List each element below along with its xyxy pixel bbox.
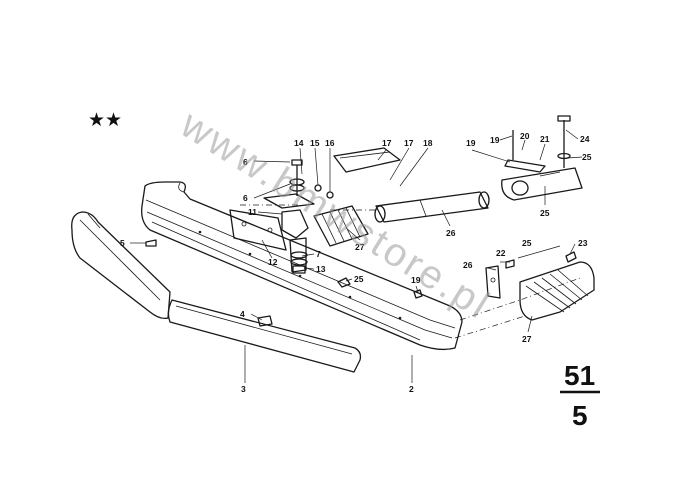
callouts: 6 6 11 14 15 16 17 17 18 19 19 20 21 24 … <box>120 131 592 394</box>
rubber-strip-upper <box>71 211 171 320</box>
cover-plate <box>333 147 401 173</box>
fasteners <box>145 239 577 327</box>
callout-25a: 25 <box>354 274 364 284</box>
leader-lines <box>130 129 583 383</box>
callout-23: 26 <box>446 228 456 238</box>
shock-absorber <box>501 167 583 201</box>
callout-6: 6 <box>243 193 248 203</box>
callout-13: 17 <box>382 138 392 148</box>
callout-20: 24 <box>580 134 590 144</box>
hinge-link <box>504 115 571 173</box>
callout-2: 3 <box>241 384 246 394</box>
callout-15: 18 <box>423 138 433 148</box>
callout-8: 12 <box>268 257 278 267</box>
assembly-line <box>454 315 526 339</box>
callout-26: 26 <box>463 260 473 270</box>
callout-12: 16 <box>325 138 335 148</box>
callout-6b: 7 <box>316 249 321 259</box>
callout-11: 15 <box>310 138 320 148</box>
group-number-block: 51 5 <box>560 360 600 431</box>
callout-24: 27 <box>355 242 365 252</box>
callout-19b: 22 <box>496 248 506 258</box>
guide-tube <box>374 191 490 223</box>
bolt-stack <box>289 159 334 274</box>
callout-1: 2 <box>409 384 414 394</box>
callout-10: 14 <box>294 138 304 148</box>
mounting-bracket-26 <box>485 265 501 299</box>
callout-9: 13 <box>316 264 326 274</box>
watermark: www.bmwstore.pl <box>172 102 498 329</box>
callout-17a: 19 <box>490 135 500 145</box>
callout-17b: 19 <box>411 275 421 285</box>
group-number: 51 <box>564 360 595 391</box>
callout-27: 27 <box>522 334 532 344</box>
stars-marker: ★★ <box>88 109 122 131</box>
callout-21: 25 <box>582 152 592 162</box>
bumper-end-cap <box>519 261 595 321</box>
callout-7: 11 <box>248 207 257 217</box>
callout-14: 17 <box>404 138 414 148</box>
callout-3: 4 <box>240 309 245 319</box>
subgroup-number: 5 <box>572 400 588 431</box>
callout-4: 5 <box>120 238 125 248</box>
callout-19c: 23 <box>578 238 588 248</box>
assembly-line <box>459 277 581 321</box>
callout-18: 20 <box>520 131 530 141</box>
callout-22: 25 <box>540 208 550 218</box>
bellows-left <box>313 205 369 247</box>
callout-16: 19 <box>466 138 476 148</box>
callout-25b: 25 <box>522 238 532 248</box>
rubber-strip-lower <box>167 299 362 373</box>
callout-5: 6 <box>243 157 248 167</box>
callout-19a: 21 <box>540 134 550 144</box>
